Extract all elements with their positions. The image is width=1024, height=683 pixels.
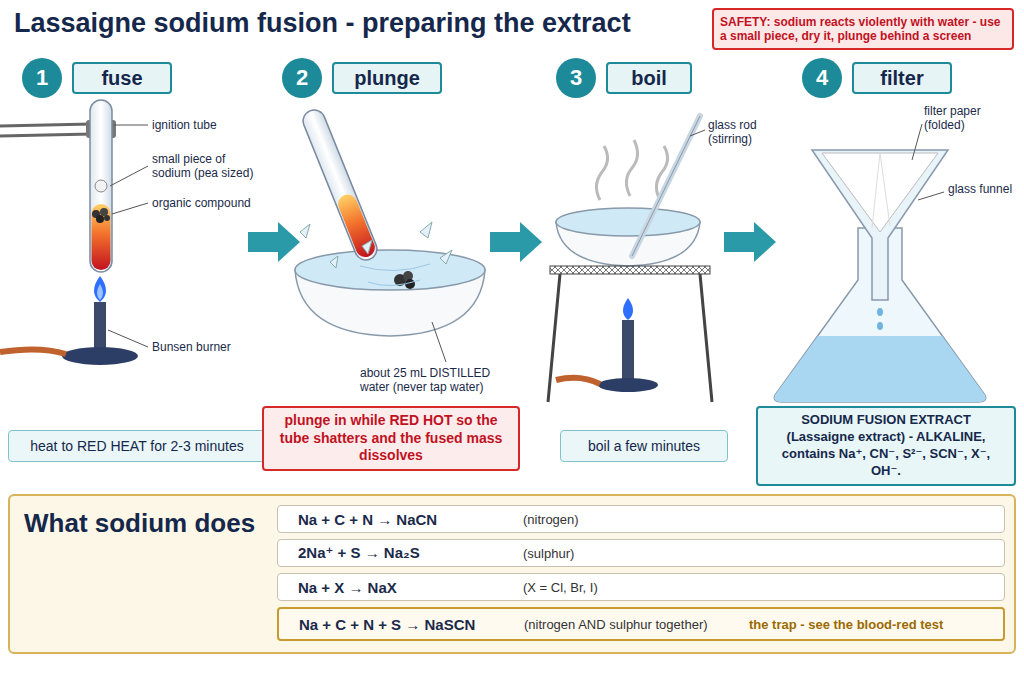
part-label: Bunsen burner: [152, 340, 262, 354]
step-number: 3: [556, 58, 596, 98]
panel-heading: What sodium does: [24, 508, 274, 539]
label-text: 1: [36, 65, 48, 91]
diagram-title: Lassaigne sodium fusion - preparing the …: [14, 8, 631, 39]
step-number: 1: [22, 58, 62, 98]
reaction-row: 2Na⁺ + S → Na₂S(sulphur): [277, 539, 1005, 567]
label-text: SODIUM FUSION EXTRACT (Lassaigne extract…: [766, 412, 1006, 480]
part-label: filter paper (folded): [924, 104, 1016, 133]
equation: Na + C + N → NaCN: [278, 511, 523, 528]
label-text: plunge: [354, 67, 420, 90]
trap-note: the trap - see the blood-red test: [749, 617, 943, 632]
element-note: (sulphur): [523, 546, 748, 561]
safety-note: SAFETY: sodium reacts violently with wat…: [712, 8, 1014, 50]
part-label: glass rod (stirring): [708, 118, 780, 147]
step-number: 4: [802, 58, 842, 98]
element-note: (X = Cl, Br, I): [523, 580, 748, 595]
reaction-row: Na + C + N → NaCN(nitrogen): [277, 505, 1005, 533]
step-label: plunge: [332, 62, 442, 94]
equation: Na + X → NaX: [278, 579, 523, 596]
step-note: boil a few minutes: [560, 430, 728, 462]
element-note: (nitrogen AND sulphur together): [524, 617, 749, 632]
label-text: 3: [570, 65, 582, 91]
label-text: SAFETY: sodium reacts violently with wat…: [720, 15, 1006, 44]
step-label: boil: [606, 62, 692, 94]
part-label: organic compound: [152, 196, 264, 210]
label-text: boil a few minutes: [588, 438, 700, 454]
reaction-row: Na + X → NaX(X = Cl, Br, I): [277, 573, 1005, 601]
part-label: glass funnel: [948, 182, 1018, 196]
result-box: SODIUM FUSION EXTRACT (Lassaigne extract…: [756, 406, 1016, 486]
element-note: (nitrogen): [523, 512, 748, 527]
reaction-row: Na + C + N + S → NaSCN(nitrogen AND sulp…: [277, 607, 1005, 641]
step-label: fuse: [72, 62, 172, 94]
step-note: heat to RED HEAT for 2-3 minutes: [8, 430, 266, 462]
label-text: fuse: [101, 67, 142, 90]
step-label: filter: [852, 62, 952, 94]
warning-note: plunge in while RED HOT so the tube shat…: [262, 406, 520, 471]
equation: 2Na⁺ + S → Na₂S: [278, 544, 523, 562]
part-label: small piece of sodium (pea sized): [152, 152, 264, 181]
reaction-panel: What sodium doesNa + C + N → NaCN(nitrog…: [8, 494, 1016, 654]
label-text: boil: [631, 67, 667, 90]
part-label: ignition tube: [152, 118, 264, 132]
label-text: filter: [880, 67, 923, 90]
label-text: heat to RED HEAT for 2-3 minutes: [30, 438, 243, 454]
label-text: 4: [816, 65, 828, 91]
label-text: 2: [296, 65, 308, 91]
equation: Na + C + N + S → NaSCN: [279, 616, 524, 633]
step-number: 2: [282, 58, 322, 98]
part-label: about 25 mL DISTILLED water (never tap w…: [360, 366, 512, 395]
label-text: plunge in while RED HOT so the tube shat…: [272, 412, 510, 465]
